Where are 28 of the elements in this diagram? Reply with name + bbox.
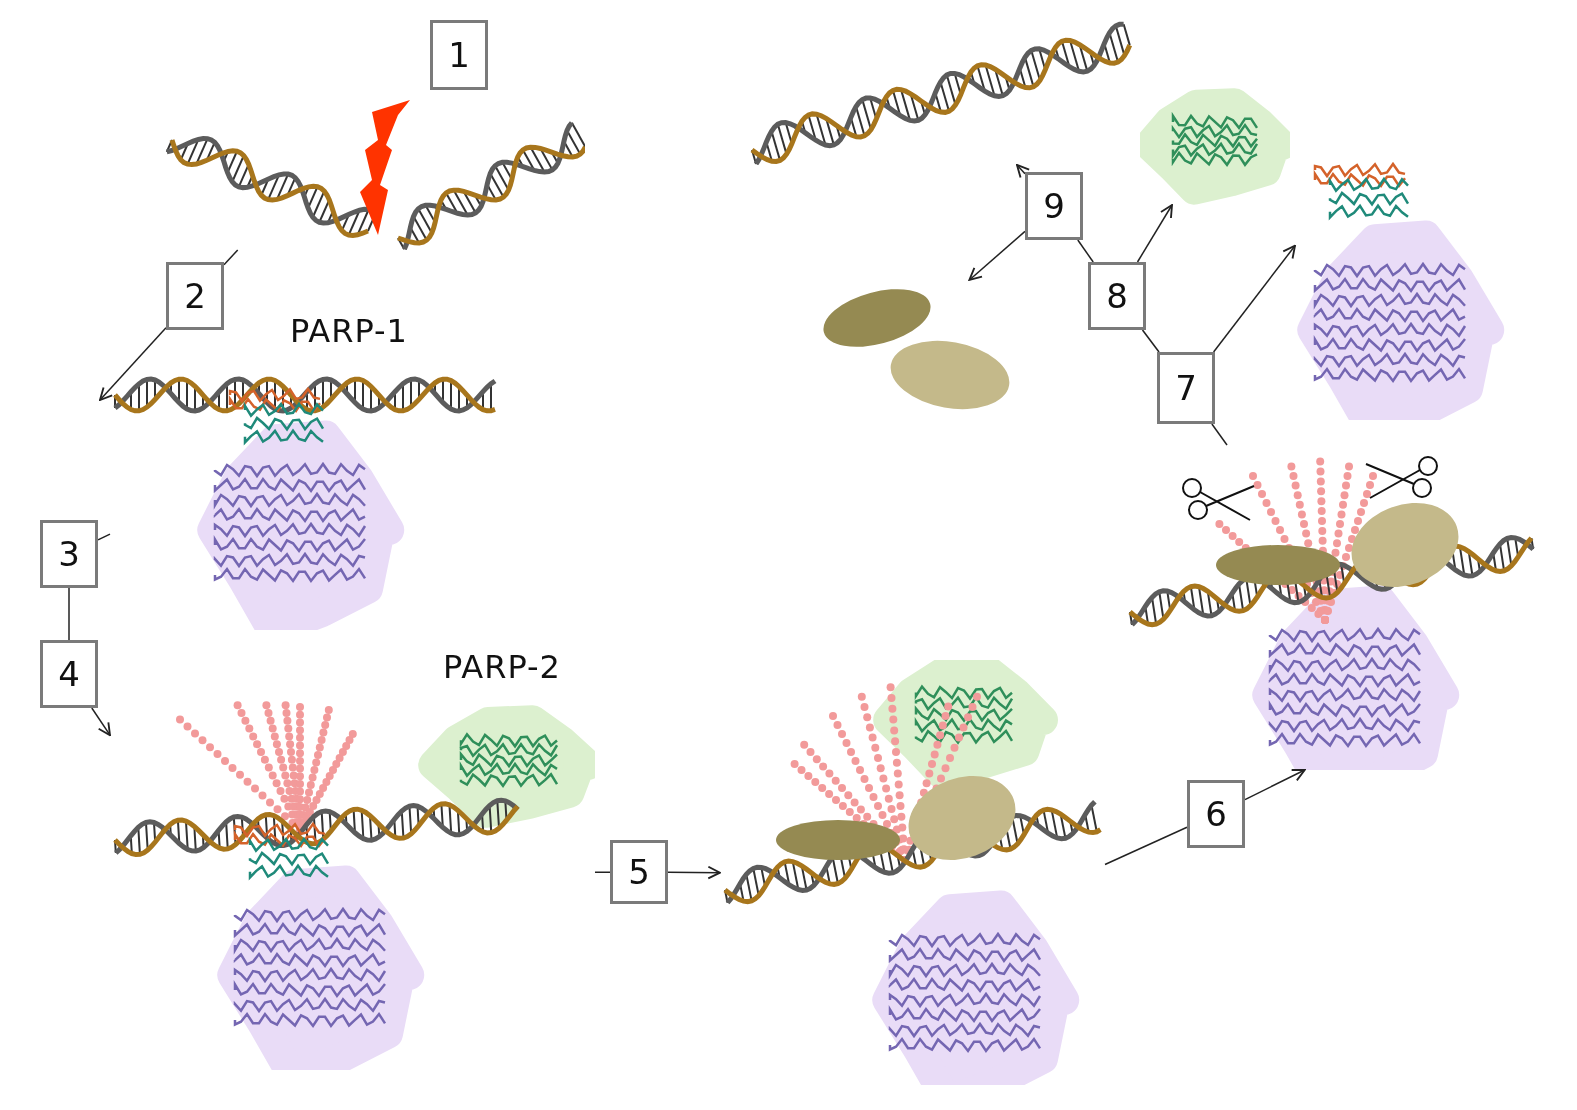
arrow (99, 326, 167, 401)
connector-line (97, 533, 111, 541)
arrow (1016, 164, 1031, 179)
step-number: 1 (430, 20, 488, 90)
protein-name-label: PARP-1 (290, 312, 408, 350)
connector-line (1141, 329, 1160, 353)
arrow (1136, 204, 1173, 263)
protein-name-label: PARP-2 (443, 648, 561, 686)
connector-line (1211, 423, 1228, 446)
step-number: 9 (1025, 172, 1083, 240)
connector-line (223, 249, 239, 266)
arrow (91, 707, 111, 737)
connector-line (68, 587, 70, 641)
step-number: 8 (1088, 262, 1146, 330)
arrow (1212, 244, 1296, 353)
arrow (968, 230, 1026, 281)
step-number: 3 (40, 520, 98, 588)
connector-line (1104, 826, 1188, 866)
protein-drawing (1140, 85, 1290, 205)
arrow (1244, 769, 1306, 801)
step-number: 6 (1187, 780, 1245, 848)
step-number: 4 (40, 640, 98, 708)
step-number: 7 (1157, 352, 1215, 424)
arrow (667, 865, 721, 880)
step-number: 5 (610, 840, 668, 904)
step-number: 2 (166, 262, 224, 330)
connector-line (1077, 239, 1094, 263)
connector-line (594, 871, 611, 874)
